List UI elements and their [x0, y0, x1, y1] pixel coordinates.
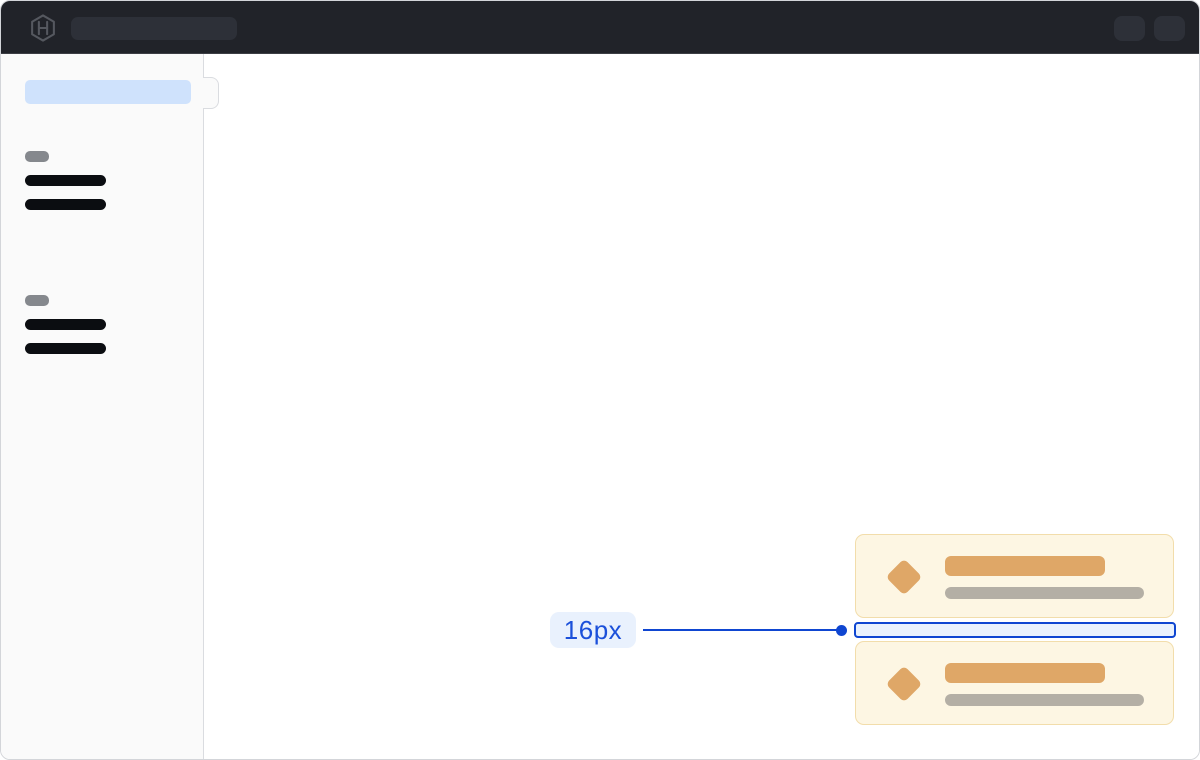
- card-title-skeleton: [945, 663, 1105, 683]
- navbar-action-skeleton[interactable]: [1154, 16, 1185, 41]
- measurement-connector-dot: [836, 625, 847, 636]
- list-card[interactable]: [855, 534, 1174, 618]
- card-subtitle-skeleton: [945, 587, 1144, 599]
- sidebar-item-skeleton[interactable]: [25, 343, 106, 354]
- sidebar-selected-item-skeleton[interactable]: [25, 80, 191, 104]
- sidebar-collapse-tab[interactable]: [203, 77, 219, 109]
- navbar-action-skeleton[interactable]: [1114, 16, 1145, 41]
- sidebar-group-header-skeleton: [25, 151, 49, 162]
- card-title-skeleton: [945, 556, 1105, 576]
- sidebar-item-skeleton[interactable]: [25, 319, 106, 330]
- spacing-gap-highlight: [854, 622, 1176, 638]
- sidebar-group-header-skeleton: [25, 295, 49, 306]
- diamond-icon: [885, 558, 923, 596]
- top-navbar: [1, 1, 1199, 54]
- sidebar: [1, 54, 204, 759]
- sidebar-item-skeleton[interactable]: [25, 175, 106, 186]
- hashicorp-logo-icon: [28, 13, 58, 43]
- search-input-skeleton[interactable]: [71, 17, 237, 40]
- measurement-connector-line: [643, 629, 839, 631]
- card-subtitle-skeleton: [945, 694, 1144, 706]
- sidebar-item-skeleton[interactable]: [25, 199, 106, 210]
- list-card[interactable]: [855, 641, 1174, 725]
- spacing-measurement-label: 16px: [550, 612, 636, 648]
- diamond-icon: [885, 665, 923, 703]
